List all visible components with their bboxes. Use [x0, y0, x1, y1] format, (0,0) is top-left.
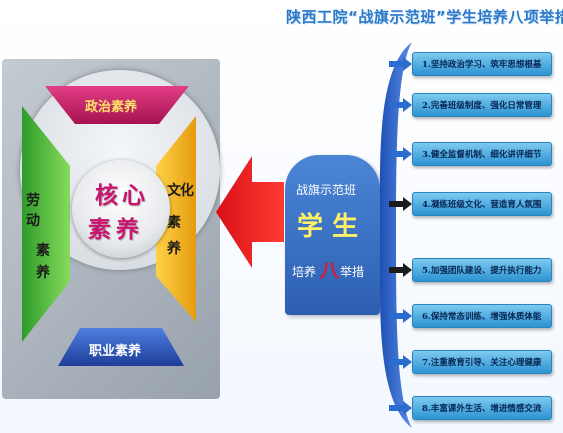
career-label: 职业素养: [89, 344, 142, 359]
measure-box-1: 1.坚持政治学习、筑牢思想根基: [412, 52, 552, 76]
card-line-1: 战旗示范班: [296, 183, 357, 197]
card-line-2: 学 生: [297, 212, 359, 242]
diagram-title: 陕西工院“战旗示范班”学生培养八项举措: [286, 8, 563, 26]
measure-box-4: 4.凝练班级文化、营造育人氛围: [412, 192, 552, 216]
culture-char-3: 素: [167, 215, 181, 231]
culture-char-4: 养: [167, 241, 181, 257]
measure-arrow-4: [389, 197, 412, 211]
measure-box-8: 8.丰富课外生活、增进情感交流: [412, 396, 552, 420]
politics-label: 政治素养: [85, 100, 138, 115]
measure-arrow-5: [389, 263, 412, 277]
measure-arrow-1: [389, 57, 412, 71]
measure-box-5: 5.加强团队建设、提升执行能力: [412, 258, 552, 282]
measure-arrow-2: [389, 98, 412, 112]
core-char-4: 养: [116, 216, 139, 243]
core-char-3: 素: [88, 216, 111, 243]
politics-segment: [45, 86, 189, 124]
connector-curve: [379, 42, 412, 428]
red-arrow-left: [216, 156, 284, 268]
culture-segment: [156, 116, 196, 322]
measure-arrow-8: [389, 401, 412, 415]
labor-char-1: 劳: [26, 193, 40, 209]
core-center-circle: [72, 160, 170, 258]
card-line-3b: 八: [320, 260, 340, 282]
labor-segment: [22, 106, 70, 342]
culture-char-1: 文: [167, 183, 181, 199]
card-line-3c: 举措: [340, 265, 365, 279]
measure-box-3: 3.健全监督机制、细化讲评细节: [412, 142, 552, 166]
measure-arrow-3: [389, 147, 412, 161]
measure-arrow-6: [389, 309, 412, 323]
career-segment: [58, 328, 184, 366]
culture-char-2: 化: [180, 183, 194, 199]
measure-box-7: 7.注重教育引导、关注心理健康: [412, 350, 552, 374]
measure-box-6: 6.保持常态训练、增强体质体能: [412, 304, 552, 328]
card-line-3a: 培养: [292, 265, 317, 279]
measure-box-2: 2.完善班级制度、强化日常管理: [412, 93, 552, 117]
labor-char-3: 素: [36, 243, 50, 259]
labor-char-4: 养: [36, 265, 50, 281]
core-char-2: 心: [122, 182, 145, 209]
measures-card: [285, 155, 380, 315]
measure-arrow-7: [389, 355, 412, 369]
labor-char-2: 动: [26, 213, 40, 229]
core-char-1: 核: [95, 182, 118, 209]
